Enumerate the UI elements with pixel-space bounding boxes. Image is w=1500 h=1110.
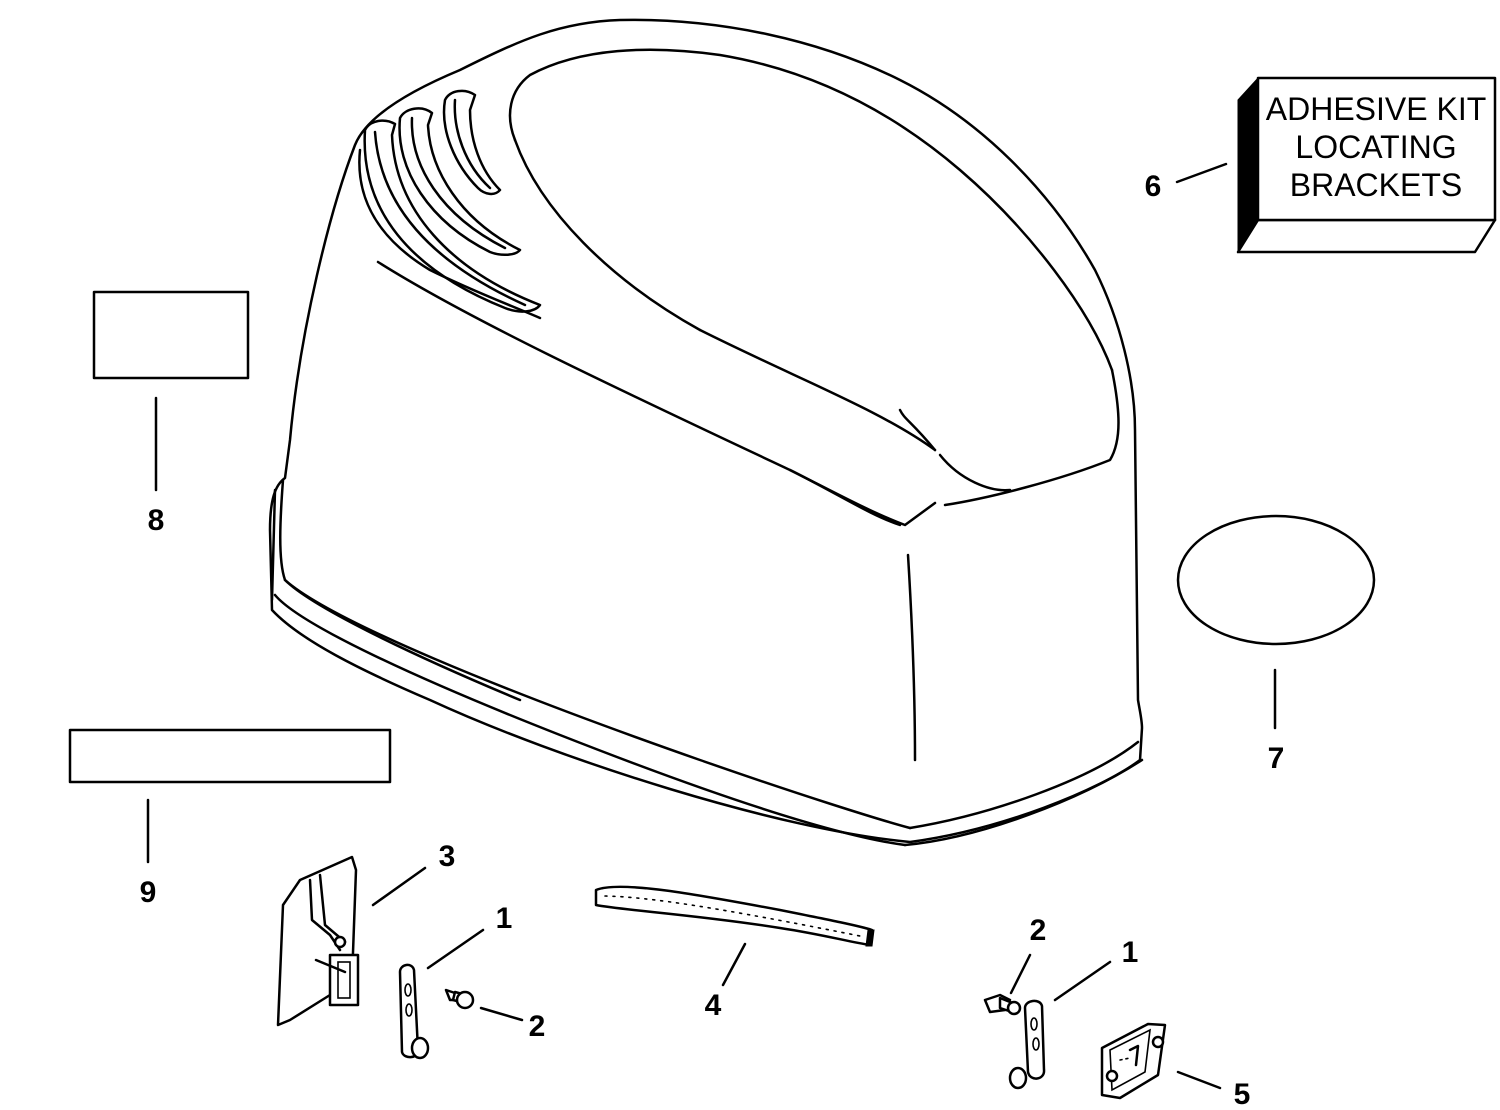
decal-icon	[68, 728, 392, 784]
leader-line-3	[371, 866, 427, 907]
latch-bracket-icon	[1008, 999, 1046, 1090]
leader-line-1a	[426, 928, 485, 970]
kit-box-icon: ADHESIVE KIT LOCATING BRACKETS	[1236, 76, 1497, 254]
callout-8: 8	[148, 504, 165, 537]
kit-box-line-2: LOCATING	[1295, 129, 1456, 165]
oval-decal-icon	[1176, 514, 1376, 646]
callout-4: 4	[705, 989, 722, 1022]
kit-box-line-3: BRACKETS	[1290, 167, 1462, 203]
leader-lines	[146, 162, 1277, 1090]
callout-3: 3	[439, 840, 456, 873]
callout-2a: 2	[529, 1010, 546, 1043]
leader-line-5	[1176, 1070, 1222, 1090]
leader-line-1b	[1053, 960, 1112, 1002]
leader-line-2a	[479, 1006, 524, 1022]
latch-bracket-icon	[398, 963, 430, 1060]
leader-line-2b	[1009, 953, 1032, 995]
callouts: 6 8 7 9 3 1 2 4 2 1 5	[140, 170, 1285, 1110]
screw-icon	[983, 993, 1022, 1016]
leader-line-4	[721, 942, 747, 987]
decal-icon	[92, 290, 250, 380]
latch-plate-icon	[1100, 1022, 1167, 1100]
callout-9: 9	[140, 876, 157, 909]
kit-box-line-1: ADHESIVE KIT	[1266, 91, 1487, 127]
engine-cover-icon	[268, 18, 1144, 847]
leader-line-6	[1175, 162, 1228, 184]
seal-strip-icon	[594, 885, 875, 947]
callout-5: 5	[1234, 1078, 1251, 1110]
screw-icon	[444, 988, 475, 1010]
callout-2b: 2	[1030, 914, 1047, 947]
callout-1a: 1	[496, 902, 513, 935]
callout-6: 6	[1145, 170, 1162, 203]
callout-7: 7	[1268, 742, 1285, 775]
callout-1b: 1	[1122, 936, 1139, 969]
latch-bracket-icon	[276, 855, 360, 1027]
